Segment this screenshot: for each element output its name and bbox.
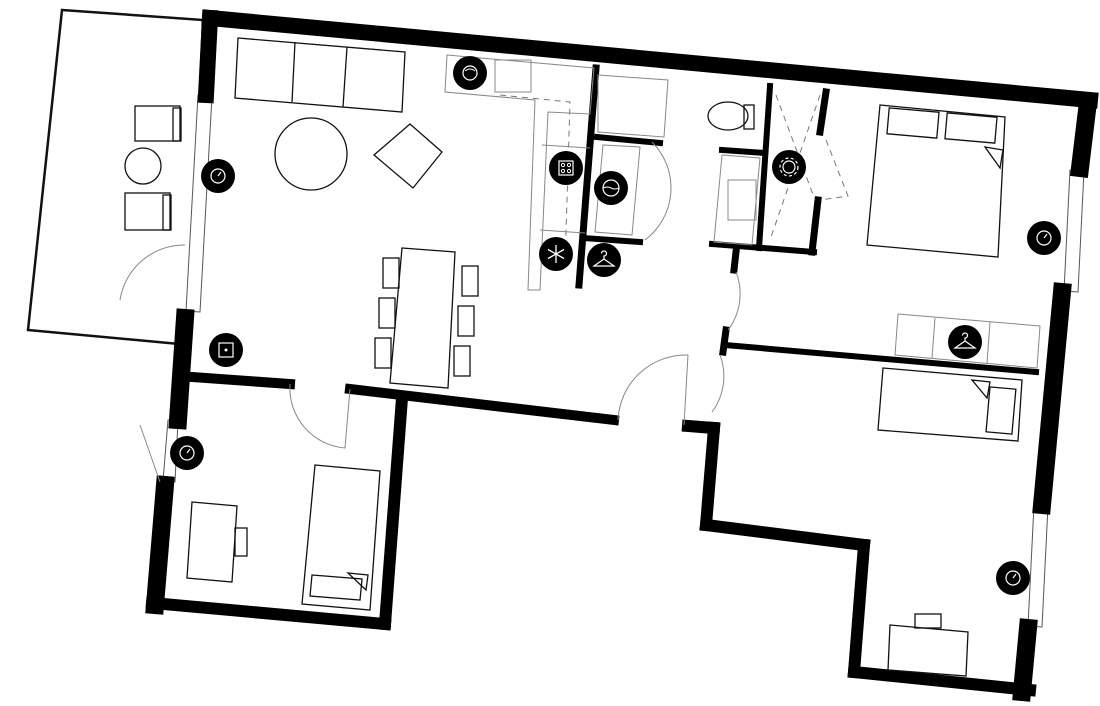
socket-icon (209, 333, 243, 367)
washing-machine-icon (594, 171, 628, 205)
stove-icon (549, 151, 583, 185)
bathroom-fixtures (594, 74, 849, 246)
dishwasher-icon (453, 56, 487, 90)
hanger-icon (587, 243, 621, 277)
bedroom-2-furniture (877, 367, 1023, 677)
balcony-furniture (119, 105, 186, 301)
balcony (26, 8, 205, 347)
living-room-furniture (234, 37, 479, 389)
thermostat-icon (996, 561, 1030, 595)
thermostat-icon (170, 436, 204, 470)
interior-walls (575, 64, 1040, 376)
heater-gear-icon (772, 150, 806, 184)
hanger-icon (948, 325, 982, 359)
bedroom-3-furniture (186, 464, 381, 611)
windows (162, 94, 1085, 628)
kitchen-counters (444, 54, 595, 291)
appliance-icons (170, 56, 1061, 595)
outer-walls (145, 9, 1099, 702)
thermostat-icon (1027, 221, 1061, 255)
thermostat-icon (201, 159, 235, 193)
bedroom-1-furniture (866, 104, 1041, 369)
doors (139, 141, 741, 483)
freezer-icon (539, 237, 573, 271)
